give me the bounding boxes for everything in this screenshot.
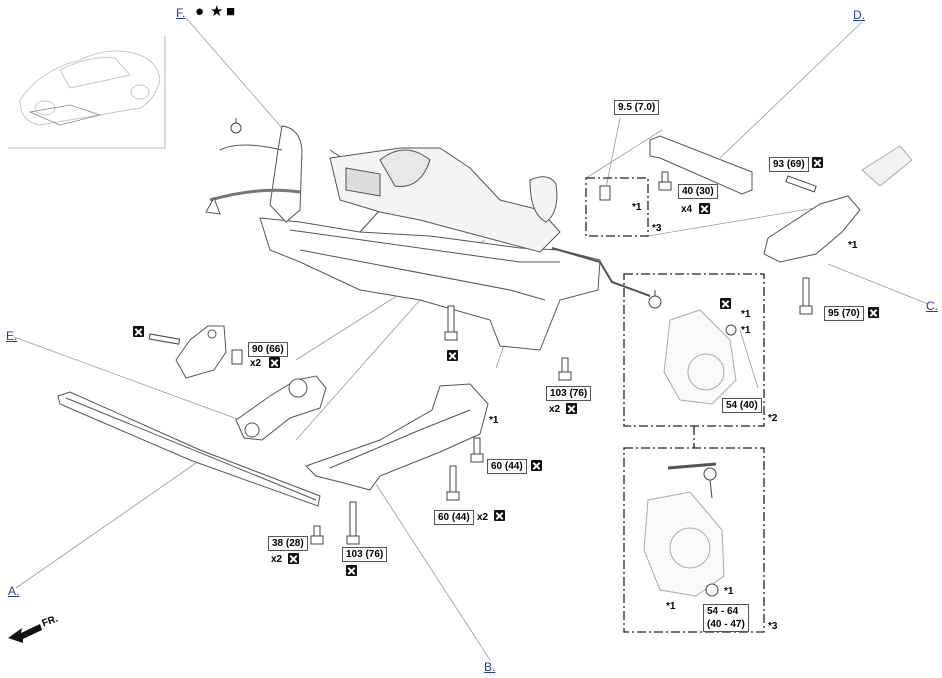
- note-marker: *1: [724, 586, 734, 597]
- x-box-icon: [868, 307, 879, 318]
- callout-b[interactable]: B.: [484, 660, 496, 674]
- brace-bracket: [649, 135, 753, 195]
- note-marker: *3: [652, 223, 662, 234]
- x-box-icon: [494, 510, 505, 521]
- steering-knuckle: [643, 309, 737, 597]
- quantity-label: x2: [271, 554, 283, 565]
- x-box-icon: [812, 157, 823, 168]
- torque-label: 103 (76): [546, 386, 592, 401]
- note-marker: *1: [741, 325, 751, 336]
- x-box-icon: [346, 565, 357, 576]
- torque-label: 60 (44): [487, 459, 527, 474]
- quantity-label: x2: [250, 358, 262, 369]
- plate-bracket: [763, 145, 913, 263]
- torque-label: 103 (76): [342, 547, 388, 562]
- callout-d[interactable]: D.: [853, 8, 865, 22]
- steering-rack: [329, 147, 651, 297]
- note-marker: *2: [768, 413, 778, 424]
- x-box-icon: [720, 298, 731, 309]
- detail-box-top: [585, 177, 649, 237]
- torque-label: 90 (66): [248, 342, 288, 357]
- torque-label: 54 - 64 (40 - 47): [703, 604, 749, 632]
- torque-label: 93 (69): [769, 157, 809, 172]
- torque-label: 40 (30): [678, 184, 718, 199]
- brace-plate: [57, 391, 321, 507]
- torque-label: 60 (44): [434, 510, 474, 525]
- callout-f[interactable]: F.: [176, 6, 186, 20]
- quantity-label: x2: [477, 512, 489, 523]
- note-marker: *3: [768, 621, 778, 632]
- callout-a[interactable]: A.: [8, 584, 20, 598]
- x-box-icon: [699, 203, 710, 214]
- callout-c[interactable]: C.: [926, 299, 938, 313]
- vehicle-thumbnail-icon: [19, 50, 161, 126]
- inset-frame: [8, 36, 166, 149]
- torque-label: 38 (28): [268, 536, 308, 551]
- torque-label: 95 (70): [824, 306, 864, 321]
- quantity-label: x2: [549, 404, 561, 415]
- note-marker: *1: [848, 240, 858, 251]
- square-icon: ■: [226, 3, 236, 20]
- x-box-icon: [133, 326, 144, 337]
- note-marker: *1: [489, 415, 499, 426]
- bolts: [148, 171, 817, 597]
- star-icon: ★: [210, 3, 224, 20]
- x-box-icon: [447, 350, 458, 361]
- x-box-icon: [269, 357, 280, 368]
- x-box-icon: [531, 460, 542, 471]
- torque-label: 9.5 (7.0): [614, 100, 660, 115]
- quantity-label: x4: [681, 204, 693, 215]
- note-marker: *1: [666, 601, 676, 612]
- engine-mount: [175, 325, 327, 441]
- callout-e[interactable]: E.: [6, 329, 18, 343]
- note-marker: *1: [632, 202, 642, 213]
- lower-arm: [305, 383, 489, 491]
- x-box-icon: [288, 553, 299, 564]
- tie-rod-ends: [230, 118, 717, 499]
- circle-icon: ●: [195, 3, 205, 20]
- front-arrow-icon: [8, 624, 42, 643]
- torque-label: 54 (40): [722, 398, 762, 413]
- note-marker: *1: [741, 309, 751, 320]
- x-box-icon: [566, 403, 577, 414]
